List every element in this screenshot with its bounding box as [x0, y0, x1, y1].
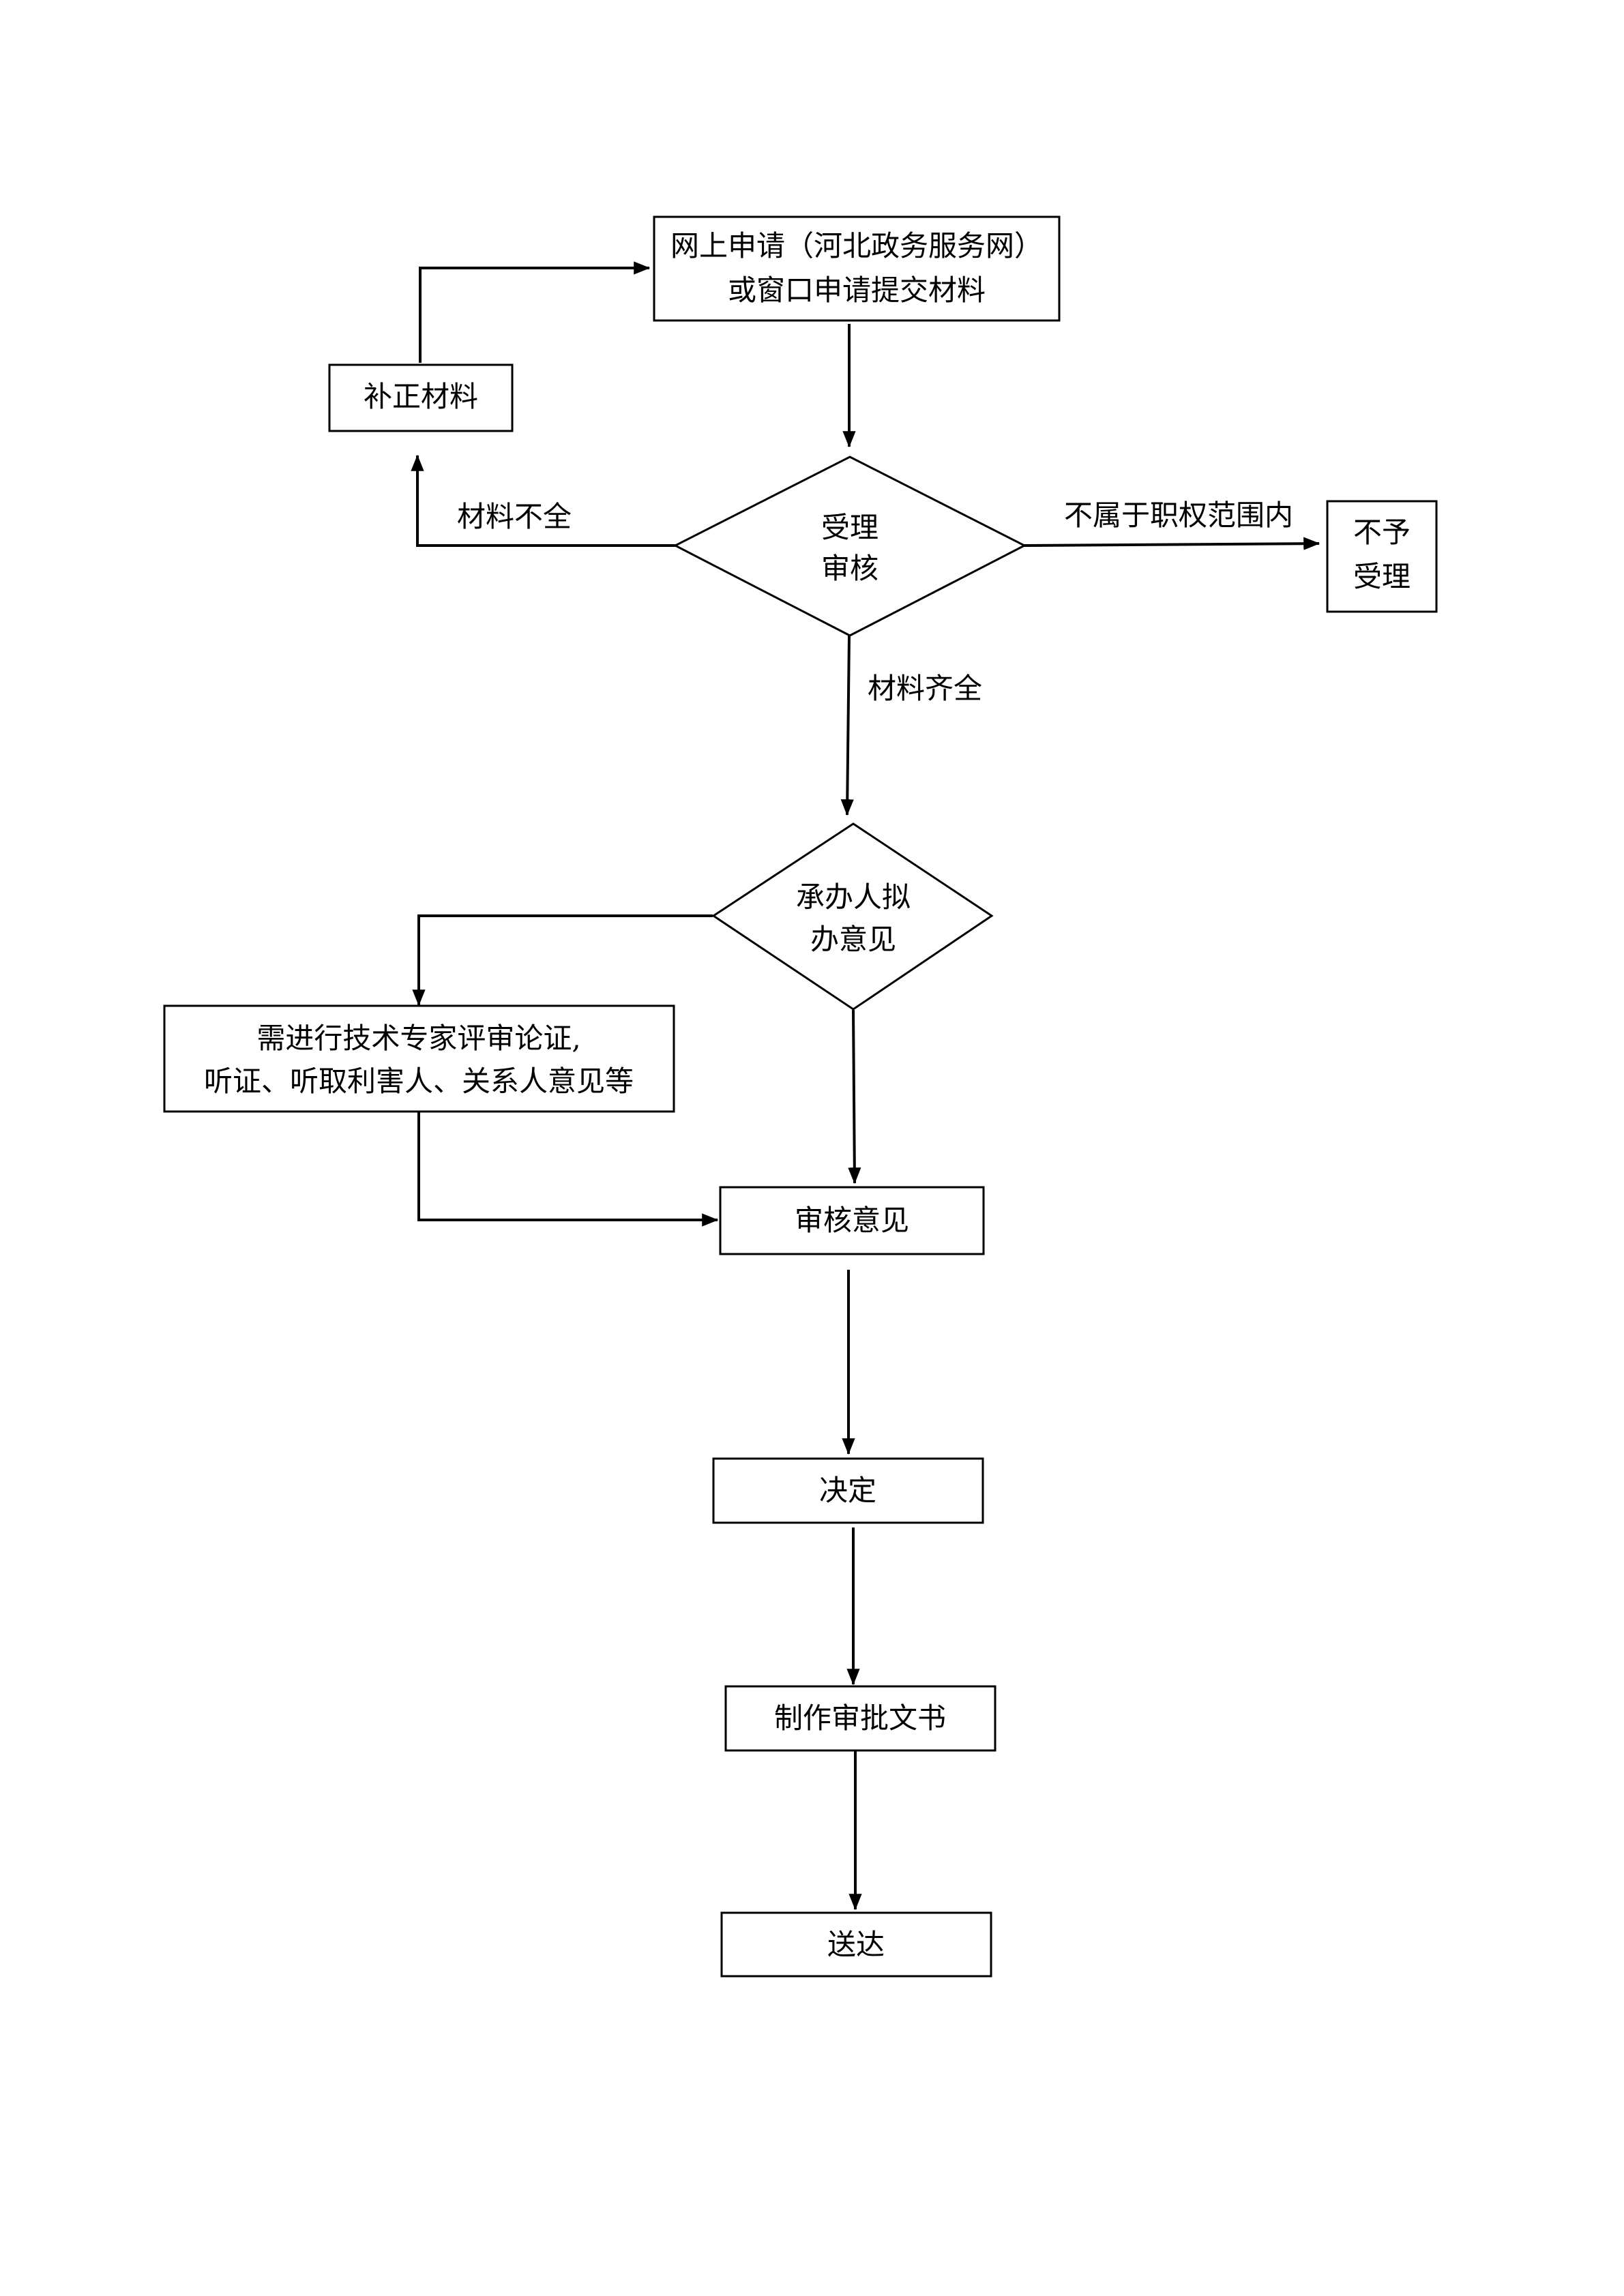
node-reject-line2: 受理 — [1353, 560, 1411, 593]
edge-label-incomplete: 材料不全 — [457, 500, 572, 533]
node-expert-line2: 听证、听取利害人、关系人意见等 — [204, 1064, 634, 1098]
node-deliver-label: 送达 — [827, 1928, 885, 1961]
edge-draft-to-opinion — [848, 1009, 861, 1184]
node-document-label: 制作审批文书 — [774, 1701, 946, 1735]
node-apply: 网上申请（河北政务服务网） 或窗口申请提交材料 — [653, 215, 1061, 322]
edge-review-to-reject — [1024, 537, 1320, 550]
node-deliver: 送达 — [720, 1911, 992, 1978]
edge-label-out-of-scope: 不属于职权范围内 — [1064, 498, 1293, 532]
node-review-line1: 受理 — [821, 511, 879, 544]
node-decision-label: 决定 — [819, 1474, 876, 1507]
edge-review-to-supplement — [411, 454, 675, 547]
node-supplement-label: 补正材料 — [364, 380, 478, 413]
node-opinion: 审核意见 — [719, 1186, 985, 1255]
node-apply-line1: 网上申请（河北政务服务网） — [670, 229, 1043, 263]
node-review-line2: 审核 — [821, 552, 879, 585]
node-draft-line2: 办意见 — [810, 923, 896, 956]
edge-review-to-draft — [840, 635, 854, 816]
node-draft: 承办人拟 办意见 — [711, 822, 994, 1011]
edge-label-complete: 材料齐全 — [868, 672, 982, 705]
node-apply-line2: 或窗口申请提交材料 — [728, 273, 986, 307]
node-draft-line1: 承办人拟 — [796, 880, 911, 914]
node-reject: 不予 受理 — [1326, 500, 1438, 613]
node-expert-line1: 需进行技术专家评审论证, — [256, 1022, 580, 1055]
edge-supplement-to-apply — [419, 261, 651, 363]
edge-expert-to-opinion — [417, 1112, 719, 1227]
node-opinion-label: 审核意见 — [795, 1204, 909, 1237]
node-document: 制作审批文书 — [724, 1685, 996, 1752]
node-expert: 需进行技术专家评审论证, 听证、听取利害人、关系人意见等 — [163, 1004, 675, 1113]
edge-draft-to-expert — [412, 914, 713, 1007]
node-review: 受理 审核 — [673, 456, 1027, 637]
node-decision: 决定 — [712, 1457, 984, 1524]
node-supplement: 补正材料 — [328, 363, 514, 432]
node-reject-line1: 不予 — [1353, 516, 1411, 549]
